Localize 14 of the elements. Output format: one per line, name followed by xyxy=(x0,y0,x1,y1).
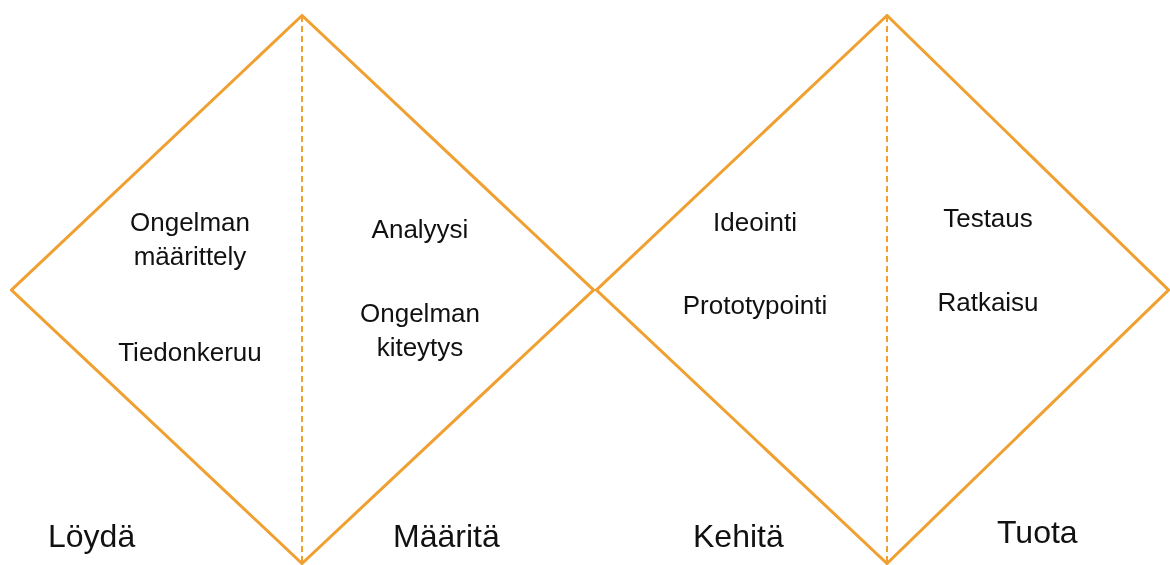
phase-label: Löydä xyxy=(48,518,136,555)
diamond-outline xyxy=(595,14,1170,565)
stage-text: Ongelman määrittely xyxy=(129,206,251,273)
stage-text: Prototypointi xyxy=(681,289,829,322)
phase-label: Kehitä xyxy=(693,518,784,555)
stage-text: Ratkaisu xyxy=(936,286,1040,319)
phase-label: Tuota xyxy=(997,514,1078,551)
diamond-outline xyxy=(10,14,595,565)
phase-label: Määritä xyxy=(393,518,500,555)
stage-text: Analyysi xyxy=(370,213,470,246)
stage-text: Testaus xyxy=(942,202,1034,235)
stage-text: Ongelman kiteytys xyxy=(359,297,481,364)
stage-text: Tiedonkeruu xyxy=(117,336,263,369)
stage-text: Ideointi xyxy=(712,206,798,239)
